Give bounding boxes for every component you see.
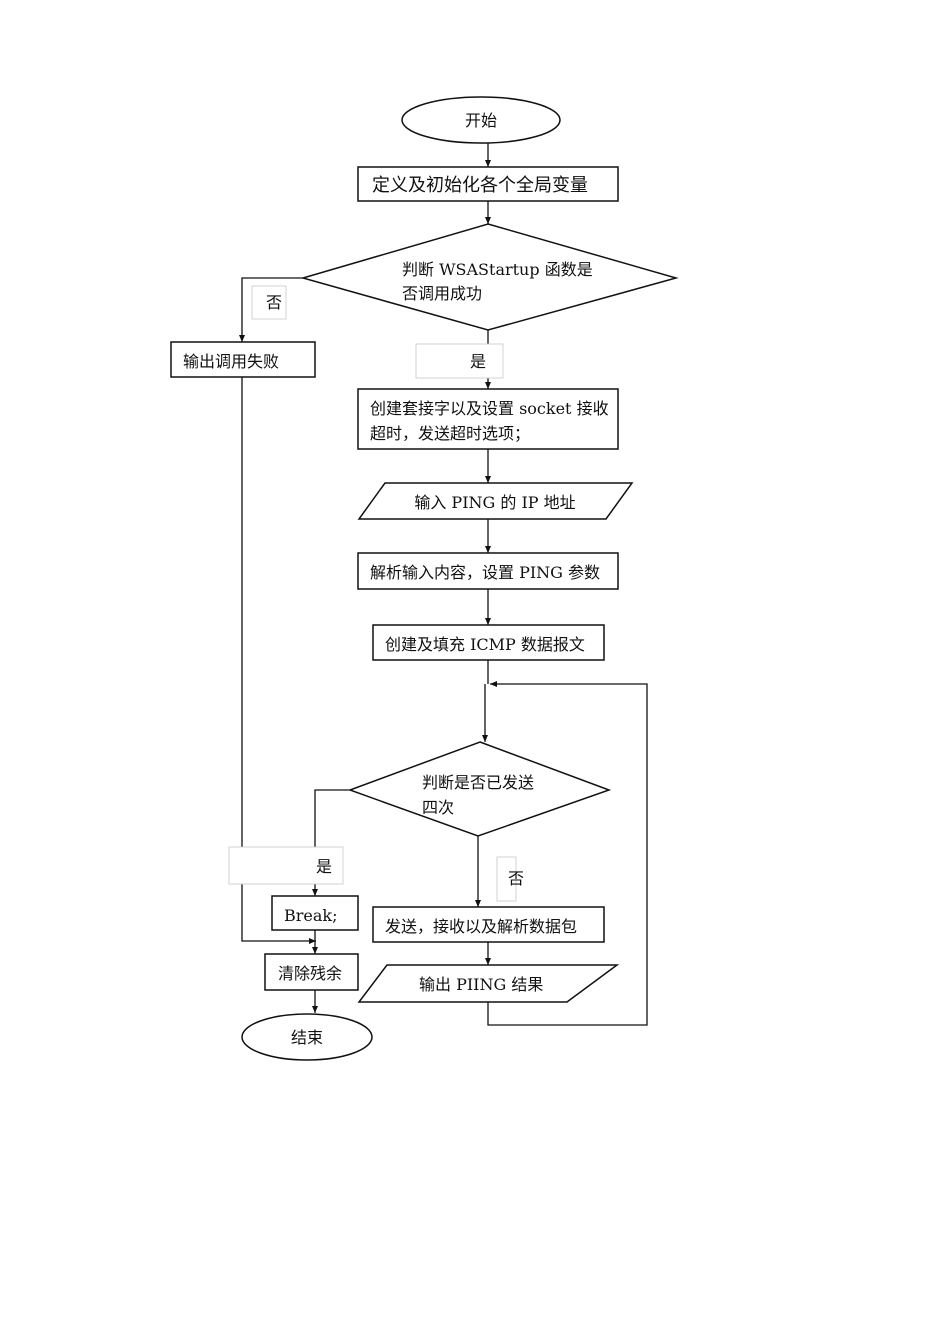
start-label: 开始 — [465, 111, 497, 130]
create-icmp-node: 创建及填充 ICMP 数据报文 — [372, 624, 605, 661]
end-label: 结束 — [291, 1028, 323, 1047]
check-wsa-label-line2: 否调用成功 — [402, 284, 482, 303]
parse-input-node: 解析输入内容，设置 PING 参数 — [357, 552, 619, 590]
input-ip-node: 输入 PING 的 IP 地址 — [357, 482, 634, 520]
check-wsa-label-line1: 判断 WSAStartup 函数是 — [402, 260, 593, 279]
wsa-no-label: 否 — [251, 285, 287, 320]
create-icmp-label: 创建及填充 ICMP 数据报文 — [385, 635, 585, 654]
fail-output-node: 输出调用失败 — [170, 341, 316, 378]
four-yes-text: 是 — [316, 857, 332, 876]
create-socket-label-line2: 超时，发送超时选项； — [370, 424, 530, 443]
wsa-no-text: 否 — [266, 293, 282, 312]
check-four-label-line2: 四次 — [422, 798, 454, 817]
break-node: Break; — [271, 895, 359, 931]
check-four-decision: 判断是否已发送 四次 — [347, 741, 612, 837]
four-no-label: 否 — [496, 856, 524, 902]
end-node: 结束 — [241, 1013, 373, 1061]
edge-fail-to-cleanup — [241, 377, 316, 944]
init-node: 定义及初始化各个全局变量 — [357, 166, 619, 202]
edges — [239, 143, 648, 1026]
check-four-label-line1: 判断是否已发送 — [422, 773, 534, 792]
wsa-yes-label: 是 — [415, 343, 504, 379]
create-socket-node: 创建套接字以及设置 socket 接收 超时，发送超时选项； — [357, 388, 619, 450]
fail-output-label: 输出调用失败 — [183, 352, 279, 371]
create-socket-label-line1: 创建套接字以及设置 socket 接收 — [370, 399, 609, 418]
output-result-node: 输出 PIING 结果 — [357, 964, 620, 1003]
start-node: 开始 — [401, 96, 561, 144]
send-recv-label: 发送，接收以及解析数据包 — [385, 917, 577, 936]
parse-input-label: 解析输入内容，设置 PING 参数 — [370, 563, 600, 582]
four-no-text: 否 — [508, 869, 524, 888]
init-label: 定义及初始化各个全局变量 — [372, 175, 588, 196]
wsa-yes-text: 是 — [470, 352, 486, 371]
edge-check-no-fail — [239, 277, 303, 342]
cleanup-label: 清除残余 — [278, 964, 342, 983]
input-ip-label: 输入 PING 的 IP 地址 — [414, 493, 575, 512]
break-label: Break; — [284, 906, 338, 925]
send-recv-node: 发送，接收以及解析数据包 — [372, 906, 605, 943]
four-yes-label: 是 — [228, 846, 344, 885]
output-result-label: 输出 PIING 结果 — [419, 975, 543, 994]
check-wsa-decision: 判断 WSAStartup 函数是 否调用成功 — [300, 223, 679, 331]
edge-output-loop-back — [487, 681, 648, 1026]
cleanup-node: 清除残余 — [264, 953, 359, 991]
